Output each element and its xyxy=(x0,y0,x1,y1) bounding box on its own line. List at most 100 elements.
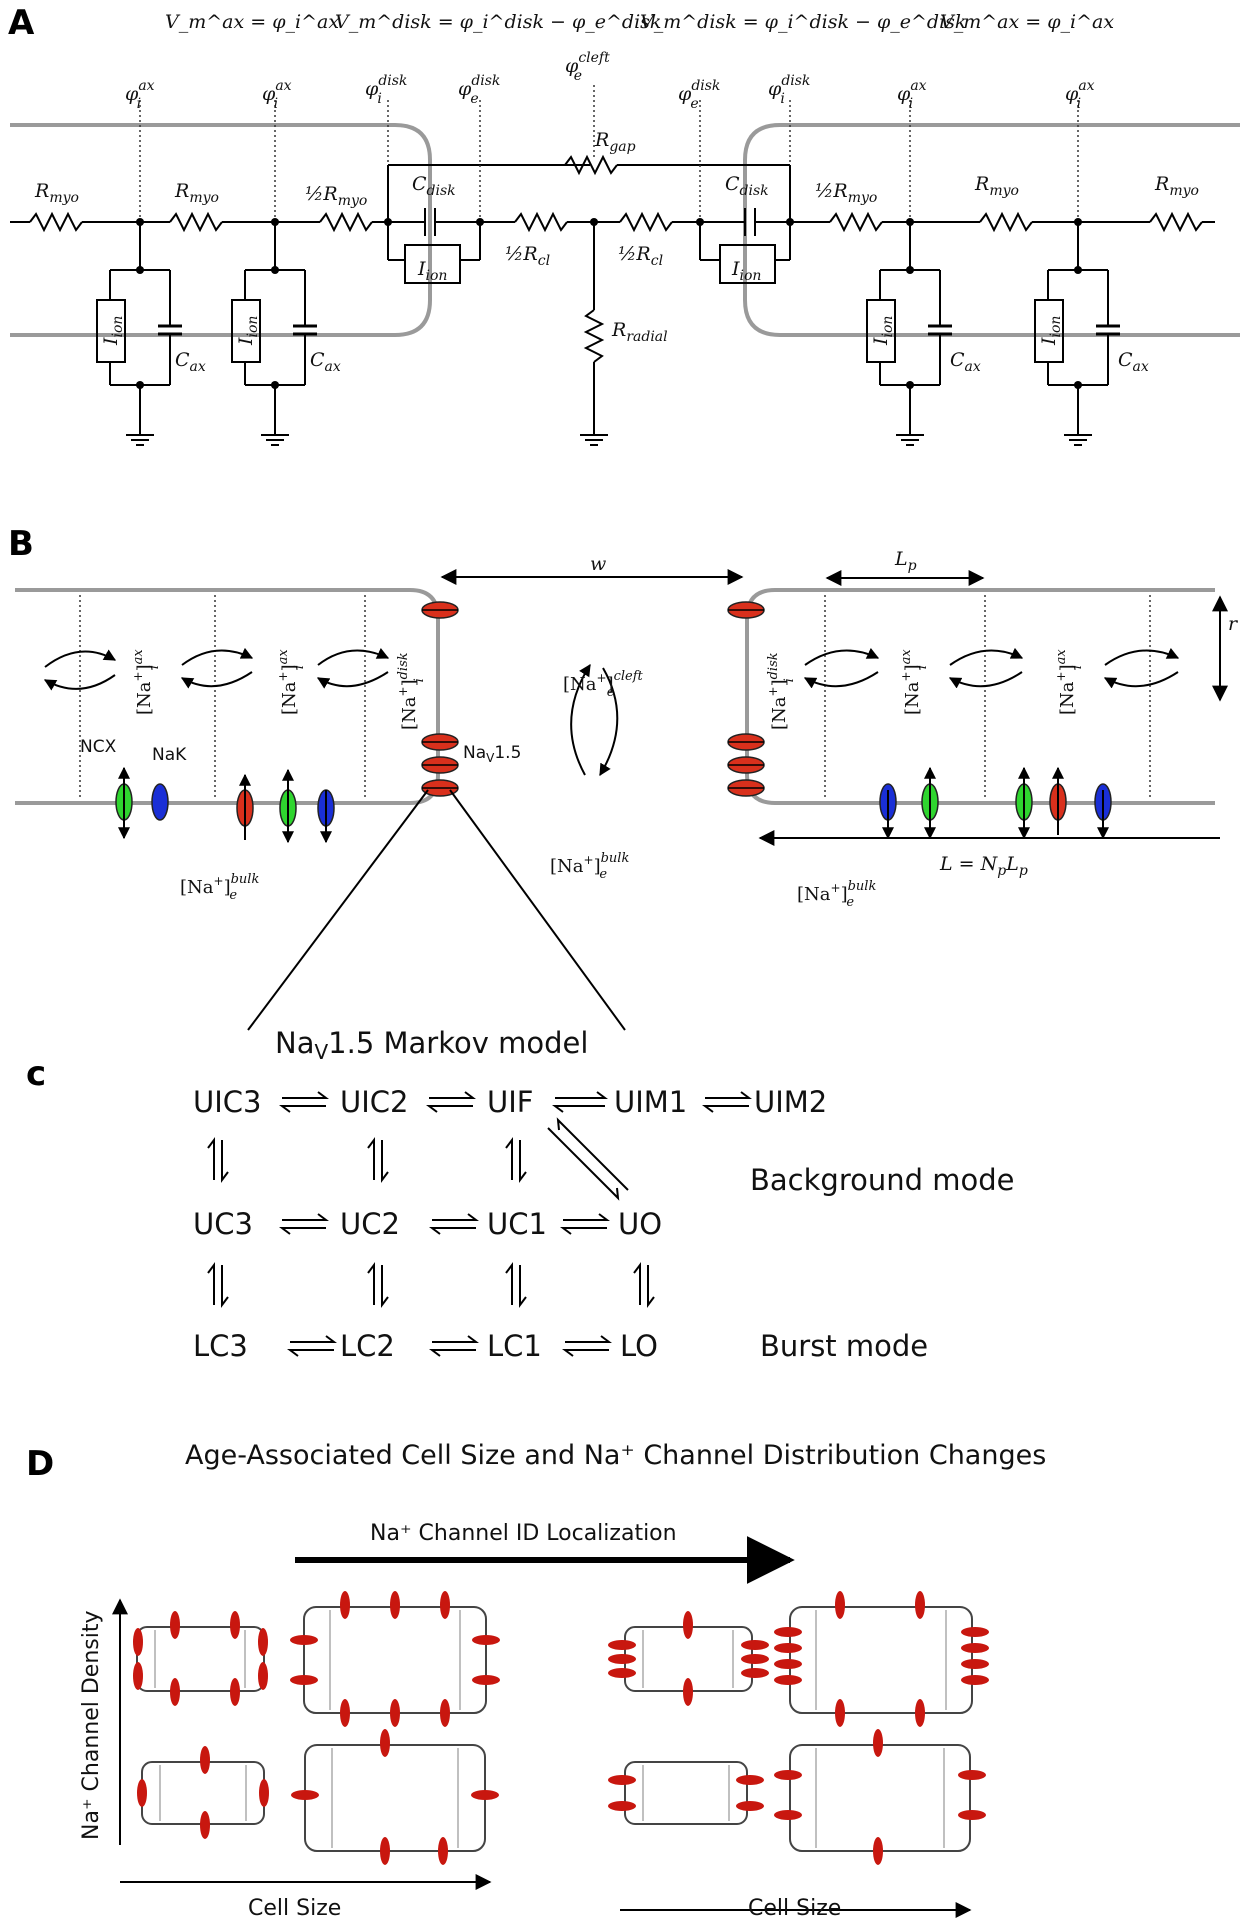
svg-text:Iion: Iion xyxy=(731,258,761,284)
panel-c-label: c xyxy=(26,1054,46,1094)
component-labels: Rmyo Rmyo ½Rmyo Cdisk Iion ½Rcl Rgap Rra… xyxy=(34,129,1199,375)
eq-disk-right: V_m^disk = φ_i^disk − φ_e^disk xyxy=(640,11,966,33)
svg-text:Rgap: Rgap xyxy=(594,129,636,155)
compartment-dividers xyxy=(79,595,1151,800)
axial-branch xyxy=(866,222,952,446)
density-axis-label: Na⁺ Channel Density xyxy=(79,1611,104,1841)
r-myo-resistor xyxy=(1149,211,1203,233)
svg-text:Cax: Cax xyxy=(310,349,341,375)
panel-a-label: A xyxy=(8,3,35,43)
cell-small-high-density-id xyxy=(608,1611,769,1706)
horizontal-transitions xyxy=(279,1091,752,1357)
state-lc1: LC1 xyxy=(487,1329,542,1363)
panel-a: A V_m^ax = φ_i^ax V_m^disk = φ_i^disk − … xyxy=(8,3,1240,446)
svg-text:[Na+]axi: [Na+]axi xyxy=(899,649,930,715)
eq-axial-left: V_m^ax = φ_i^ax xyxy=(165,11,339,33)
svg-text:½Rcl: ½Rcl xyxy=(618,243,663,269)
panel-b: B w Lp r L = NpLp xyxy=(8,524,1239,1031)
cell-large-high-density xyxy=(290,1591,500,1727)
svg-text:Rradial: Rradial xyxy=(611,319,668,345)
svg-text:½Rcl: ½Rcl xyxy=(505,243,550,269)
zoom-line-left xyxy=(247,789,429,1031)
nav-label: NaV1.5 xyxy=(463,743,521,765)
concentration-labels: [Na+]axi [Na+]axi [Na+]diski [Na+]diski … xyxy=(131,649,1085,910)
svg-text:Iion: Iion xyxy=(100,316,126,346)
potential-probes xyxy=(139,85,1079,218)
r-myo-resistor xyxy=(979,211,1033,233)
size-axis-right-label: Cell Size xyxy=(748,1896,841,1920)
w-label: w xyxy=(590,553,606,575)
state-uc2: UC2 xyxy=(340,1207,400,1241)
svg-text:[Na+]diski: [Na+]diski xyxy=(396,652,427,730)
diffusion-arrows xyxy=(43,647,1180,777)
circuit-nodes xyxy=(136,218,1082,389)
state-uim2: UIM2 xyxy=(754,1085,827,1119)
state-lc2: LC2 xyxy=(340,1329,395,1363)
cell-small-high-density xyxy=(133,1611,268,1706)
burst-mode-label: Burst mode xyxy=(760,1329,928,1363)
svg-text:Iion: Iion xyxy=(1038,316,1064,346)
right-cell-membrane xyxy=(743,123,1240,337)
i-ion-disk-left xyxy=(404,244,461,284)
panel-d: D Age-Associated Cell Size and Na⁺ Chann… xyxy=(26,1440,1046,1920)
r-radial-resistor xyxy=(583,309,605,363)
vertical-transitions xyxy=(207,1117,655,1308)
svg-text:Cdisk: Cdisk xyxy=(725,173,769,199)
r-myo-half-resistor xyxy=(829,211,883,233)
state-uo: UO xyxy=(618,1207,662,1241)
svg-text:[Na+]axi: [Na+]axi xyxy=(276,649,307,715)
svg-text:Iion: Iion xyxy=(417,258,447,284)
lp-label: Lp xyxy=(894,548,917,574)
nak-label: NaK xyxy=(152,745,187,765)
svg-text:[Na+]diski: [Na+]diski xyxy=(766,652,797,730)
l-label: L = NpLp xyxy=(939,853,1028,879)
svg-text:Iion: Iion xyxy=(235,316,261,346)
cell-small-low-density-id xyxy=(608,1761,764,1825)
r-cl-half-left xyxy=(514,211,568,233)
state-uif: UIF xyxy=(487,1085,533,1119)
ncx-label: NCX xyxy=(80,737,117,757)
r-gap-resistor xyxy=(564,154,618,176)
r-myo-resistor xyxy=(29,211,83,233)
svg-text:Cdisk: Cdisk xyxy=(412,173,456,199)
markov-title: NaV1.5 Markov model xyxy=(275,1026,588,1064)
eq-axial-right: V_m^ax = φ_i^ax xyxy=(940,11,1114,33)
svg-text:Rmyo: Rmyo xyxy=(34,180,79,206)
size-axis-left-label: Cell Size xyxy=(248,1896,341,1920)
right-cell-membrane-b xyxy=(745,588,1215,805)
cell-small-low-density xyxy=(137,1746,269,1839)
panel-c: c NaV1.5 Markov model UIC3 UIC2 UIF UIM1… xyxy=(26,1026,1014,1363)
r-cl-half-right xyxy=(619,211,673,233)
svg-text:Cax: Cax xyxy=(950,349,981,375)
svg-text:Iion: Iion xyxy=(870,316,896,346)
state-uic2: UIC2 xyxy=(340,1085,408,1119)
state-lc3: LC3 xyxy=(193,1329,248,1363)
state-lo: LO xyxy=(620,1329,658,1363)
svg-text:½Rmyo: ½Rmyo xyxy=(815,180,877,206)
svg-text:[Na+]axi: [Na+]axi xyxy=(131,649,162,715)
left-cell-membrane-b xyxy=(15,588,440,805)
background-mode-label: Background mode xyxy=(750,1163,1014,1197)
svg-text:Rmyo: Rmyo xyxy=(974,173,1019,199)
left-cell-membrane xyxy=(10,123,432,337)
svg-text:Rmyo: Rmyo xyxy=(1154,173,1199,199)
svg-text:[Na+]axi: [Na+]axi xyxy=(1054,649,1085,715)
r-myo-resistor xyxy=(169,211,223,233)
eq-disk-left: V_m^disk = φ_i^disk − φ_e^disk xyxy=(335,11,661,33)
panel-b-label: B xyxy=(8,524,34,564)
state-uc3: UC3 xyxy=(193,1207,253,1241)
svg-text:Rmyo: Rmyo xyxy=(174,180,219,206)
